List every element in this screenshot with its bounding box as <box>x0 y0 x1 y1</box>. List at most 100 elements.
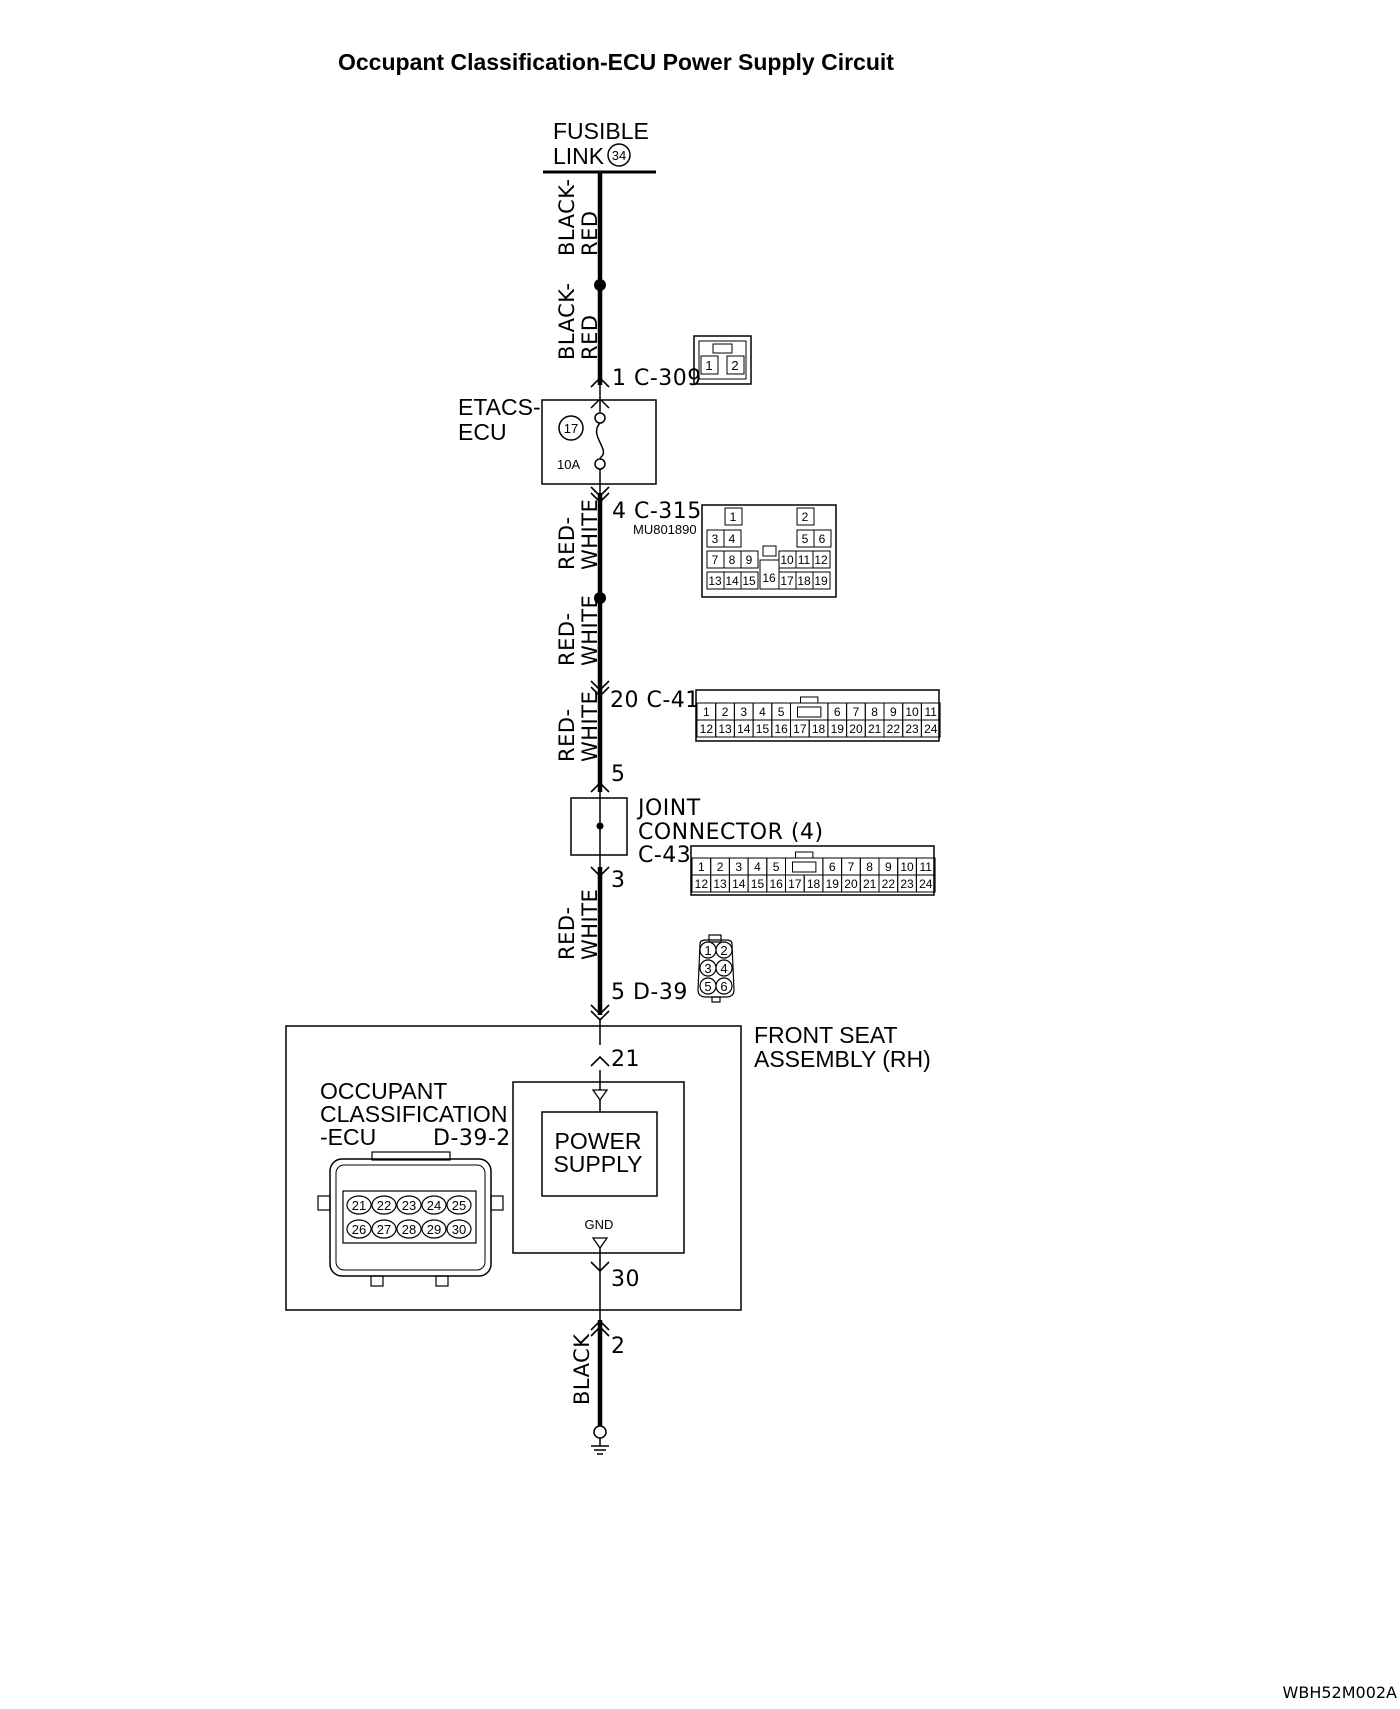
c43-pin: 13 <box>713 877 727 891</box>
c43-pin: 3 <box>735 860 742 874</box>
c315-pin-11: 11 <box>798 553 811 567</box>
wire-color-7: BLACK <box>570 1333 594 1405</box>
c315-pin-16: 16 <box>762 571 776 585</box>
ecu-inner-box <box>512 1081 685 1254</box>
d39-pin-1: 1 <box>704 943 711 958</box>
d39-2-pin-23: 23 <box>402 1198 416 1213</box>
joint-pin-out: 3 <box>611 868 626 893</box>
fuse-rating: 10A <box>557 457 580 472</box>
wire-color-3a: RED- <box>555 516 579 570</box>
c41-pin: 21 <box>868 722 882 736</box>
c315-pin-10: 10 <box>780 553 794 567</box>
wire-color-3b: WHITE <box>578 499 602 570</box>
ocecu-label-2: CLASSIFICATION <box>320 1101 507 1127</box>
c41-pin: 16 <box>774 722 788 736</box>
mark-joint-out <box>590 866 610 878</box>
c43-pin: 4 <box>754 860 761 874</box>
connector-marks <box>590 376 610 1337</box>
etacs-label-2: ECU <box>458 419 507 445</box>
c43-pin: 10 <box>900 860 914 874</box>
c315-pin-3: 3 <box>712 532 719 546</box>
c41-pin: 8 <box>871 705 878 719</box>
mark-c41 <box>590 680 610 698</box>
c41-pin: 5 <box>778 705 785 719</box>
c41-pin: 12 <box>700 722 714 736</box>
c43-pin: 1 <box>698 860 705 874</box>
mark-pin-2 <box>590 1319 610 1337</box>
joint-connector: 5 3 JOINT CONNECTOR (4) C-43 <box>570 762 823 893</box>
etacs-ecu: ETACS- ECU 17 10A <box>458 385 657 493</box>
c315-pin-7: 7 <box>712 553 719 567</box>
c315-pin-9: 9 <box>746 553 753 567</box>
wire-color-6b: WHITE <box>578 889 602 960</box>
c315-pin-12: 12 <box>814 553 828 567</box>
c43-pin: 18 <box>807 877 821 891</box>
input-triangle <box>591 1089 609 1102</box>
connector-c309: 1 2 <box>693 335 752 385</box>
d39-2-pin-27: 27 <box>377 1222 391 1237</box>
c41-pin: 4 <box>759 705 766 719</box>
c41-pin: 24 <box>924 722 938 736</box>
connector-d39: 1 2 3 4 5 6 <box>697 934 735 1003</box>
c43-pin: 20 <box>844 877 858 891</box>
pin-2-label: 2 <box>611 1334 626 1359</box>
c43-pin: 14 <box>732 877 746 891</box>
c315-pin-19: 19 <box>814 574 828 588</box>
front-seat-label-1: FRONT SEAT <box>754 1022 898 1048</box>
c41-pin: 13 <box>718 722 732 736</box>
d39-2-pin-21: 21 <box>352 1198 366 1213</box>
c315-pin-8: 8 <box>729 553 736 567</box>
connector-c43-label: C-43 <box>638 843 691 868</box>
d39-2-pin-28: 28 <box>402 1222 416 1237</box>
c41-pin: 14 <box>737 722 751 736</box>
c315-pin-18: 18 <box>797 574 811 588</box>
d39-2-pin-30: 30 <box>452 1222 466 1237</box>
c43-pin: 24 <box>919 877 933 891</box>
d39-pin-4: 4 <box>720 961 727 976</box>
gnd-label: GND <box>585 1217 614 1232</box>
d39-2-pin-29: 29 <box>427 1222 441 1237</box>
c41-pin: 6 <box>834 705 841 719</box>
joint-dot <box>596 822 604 830</box>
ocecu-label-3: -ECU <box>320 1124 376 1150</box>
c41-pin: 17 <box>793 722 807 736</box>
d39-pin-2: 2 <box>720 943 727 958</box>
d39-2-pin-22: 22 <box>377 1198 391 1213</box>
splice-point-2 <box>594 592 606 604</box>
ocecu-label-1: OCCUPANT <box>320 1078 447 1104</box>
wire-color-1a: BLACK- <box>555 179 579 256</box>
c43-pin: 16 <box>769 877 783 891</box>
c43-pin: 21 <box>863 877 877 891</box>
mark-c309 <box>590 376 610 388</box>
c43-pin: 19 <box>826 877 840 891</box>
joint-pin-in: 5 <box>611 762 626 787</box>
c43-pin: 23 <box>900 877 914 891</box>
c41-pin: 2 <box>722 705 729 719</box>
c41-pin: 22 <box>887 722 901 736</box>
c41-pin: 20 <box>849 722 863 736</box>
c41-pin: 15 <box>756 722 770 736</box>
wire-color-4a: RED- <box>555 612 579 666</box>
diagram-title: Occupant Classification-ECU Power Supply… <box>338 49 894 75</box>
gnd-triangle <box>591 1237 609 1250</box>
ground-icon <box>591 1425 609 1455</box>
c43-pin: 8 <box>866 860 873 874</box>
power-supply-label-2: SUPPLY <box>553 1151 642 1177</box>
wire-color-5b: WHITE <box>578 691 602 762</box>
fusible-link-number-circle <box>607 143 631 167</box>
c43-pin: 15 <box>751 877 765 891</box>
wire-color-2a: BLACK- <box>555 283 579 360</box>
splice-point-1 <box>594 279 606 291</box>
c43-pin: 2 <box>717 860 724 874</box>
c41-pin: 19 <box>831 722 845 736</box>
wire-color-5a: RED- <box>555 708 579 762</box>
connector-c315-part: MU801890 <box>633 522 697 537</box>
fusible-link-number: 34 <box>612 148 626 163</box>
front-seat-assembly-box <box>285 1025 742 1311</box>
fusible-link-label-2: LINK <box>553 143 605 169</box>
fusible-link-label-1: FUSIBLE <box>553 118 649 144</box>
c43-pin: 7 <box>848 860 855 874</box>
c43-pin: 5 <box>773 860 780 874</box>
